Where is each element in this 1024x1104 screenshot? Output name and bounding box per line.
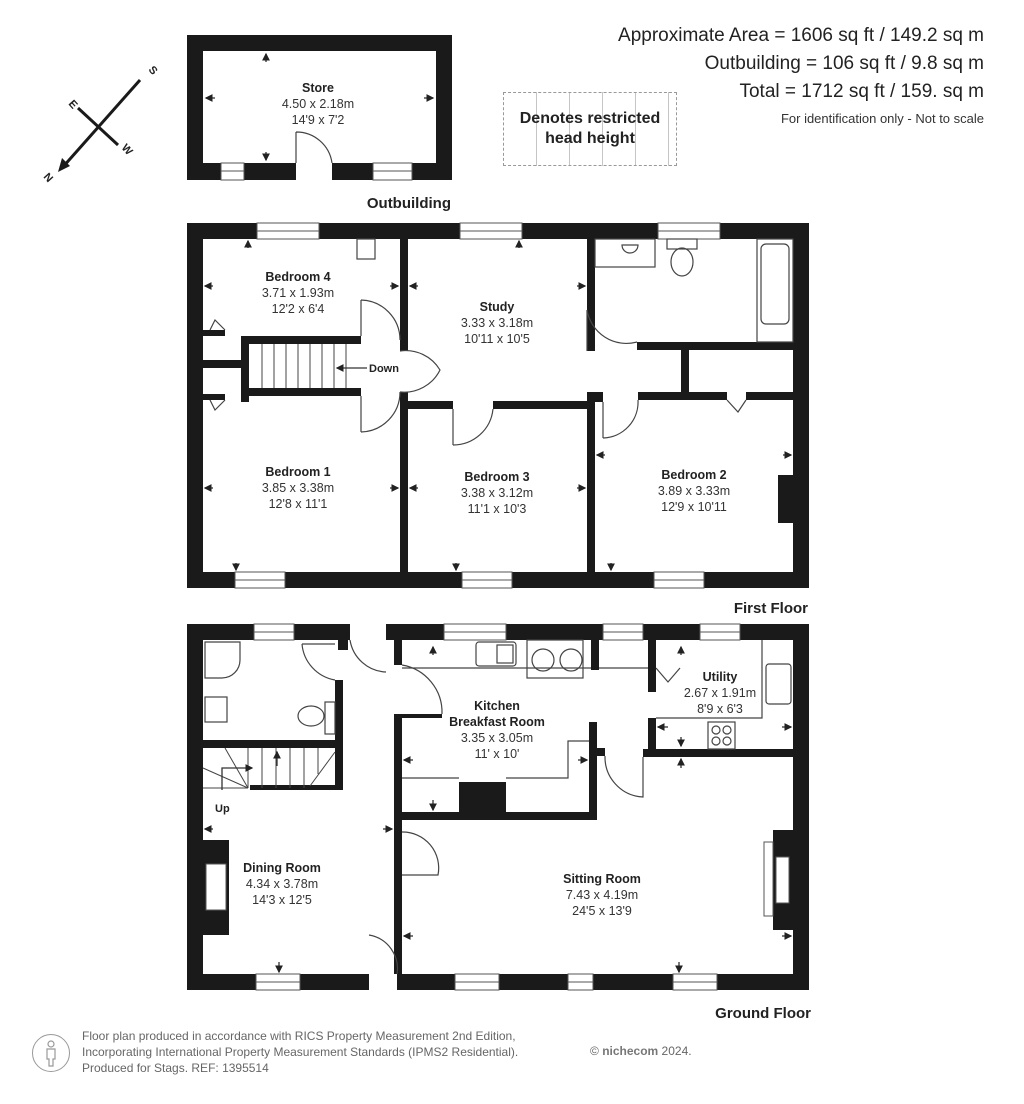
study-metric: 3.33 x 3.18m <box>461 316 533 330</box>
approximate-area: Approximate Area = 1606 sq ft / 149.2 sq… <box>618 25 984 46</box>
brand-logo: nichecom <box>602 1044 659 1058</box>
bedroom-3-name: Bedroom 3 <box>464 470 529 484</box>
total-area: Total = 1712 sq ft / 159. sq m <box>739 81 984 102</box>
bedroom-3-metric: 3.38 x 3.12m <box>461 486 533 500</box>
bedroom-2-imperial: 12'9 x 10'11 <box>661 500 727 514</box>
study-name: Study <box>480 300 515 314</box>
ground-floor-plan: Up Kitchen Breakfast Room 3.35 x 3.05m 1… <box>187 623 809 991</box>
store-imperial: 14'9 x 7'2 <box>292 113 345 127</box>
copyright-symbol: © <box>590 1044 599 1058</box>
compass-icon: S E W N <box>41 64 160 185</box>
kitchen-name: Kitchen <box>474 699 520 713</box>
store-name: Store <box>302 81 334 95</box>
bedroom-1-metric: 3.85 x 3.38m <box>262 481 334 495</box>
staircase-up <box>202 747 336 790</box>
restricted-legend-line1: Denotes restricted <box>519 110 661 127</box>
area-summary: Approximate Area = 1606 sq ft / 149.2 sq… <box>618 22 984 130</box>
sitting-room-name: Sitting Room <box>563 872 641 886</box>
kitchen-imperial: 11' x 10' <box>475 747 520 761</box>
copyright: © nichecom 2024. <box>590 1044 692 1058</box>
utility-imperial: 8'9 x 6'3 <box>697 702 743 716</box>
restricted-legend-line2: head height <box>545 130 635 147</box>
bedroom-4-imperial: 12'2 x 6'4 <box>272 302 325 316</box>
compass-west-label: W <box>119 142 135 158</box>
store-metric: 4.50 x 2.18m <box>282 97 354 111</box>
bathroom-fixtures <box>356 238 794 343</box>
dining-room-imperial: 14'3 x 12'5 <box>252 893 312 907</box>
footer-line-1: Floor plan produced in accordance with R… <box>82 1029 516 1043</box>
sitting-room-imperial: 24'5 x 13'9 <box>572 904 632 918</box>
outbuilding-area: Outbuilding = 106 sq ft / 9.8 sq m <box>704 53 984 74</box>
utility-name: Utility <box>703 670 738 684</box>
bedroom-2-name: Bedroom 2 <box>661 468 726 482</box>
bedroom-3-imperial: 11'1 x 10'3 <box>468 502 527 516</box>
kitchen-name-line2: Breakfast Room <box>449 715 545 729</box>
outbuilding-label: Outbuilding <box>367 195 451 212</box>
not-to-scale-note: For identification only - Not to scale <box>780 111 984 126</box>
utility-metric: 2.67 x 1.91m <box>684 686 756 700</box>
first-floor-plan: Down <box>187 222 809 589</box>
stairs-up-label: Up <box>215 803 230 815</box>
compass-north-label: N <box>41 171 55 185</box>
compass-south-label: S <box>146 64 160 77</box>
bedroom-4-name: Bedroom 4 <box>265 270 330 284</box>
ground-floor-label: Ground Floor <box>715 1005 811 1022</box>
footer-line-2: Incorporating International Property Mea… <box>82 1045 519 1059</box>
outbuilding-plan: Store 4.50 x 2.18m 14'9 x 7'2 <box>187 35 452 181</box>
dining-room-metric: 4.34 x 3.78m <box>246 877 318 891</box>
study-imperial: 10'11 x 10'5 <box>464 332 530 346</box>
footer: Floor plan produced in accordance with R… <box>24 1028 724 1078</box>
bedroom-4-metric: 3.71 x 1.93m <box>262 286 334 300</box>
staircase-down <box>261 344 367 388</box>
sitting-room-metric: 7.43 x 4.19m <box>566 888 638 902</box>
bedroom-2-metric: 3.89 x 3.33m <box>658 484 730 498</box>
dining-room-name: Dining Room <box>243 861 321 875</box>
copyright-year: 2024. <box>661 1044 692 1058</box>
person-info-icon <box>32 1034 70 1072</box>
bedroom-1-imperial: 12'8 x 11'1 <box>269 497 328 511</box>
footer-line-3: Produced for Stags. REF: 1395514 <box>82 1061 269 1075</box>
kitchen-metric: 3.35 x 3.05m <box>461 731 533 745</box>
bedroom-1-name: Bedroom 1 <box>265 465 330 479</box>
restricted-head-height-legend: Denotes restricted head height <box>503 92 677 166</box>
stairs-down-label: Down <box>369 363 399 375</box>
kitchen-fixtures <box>475 639 792 750</box>
first-floor-label: First Floor <box>734 600 808 617</box>
shower-room-fixtures <box>204 641 336 735</box>
